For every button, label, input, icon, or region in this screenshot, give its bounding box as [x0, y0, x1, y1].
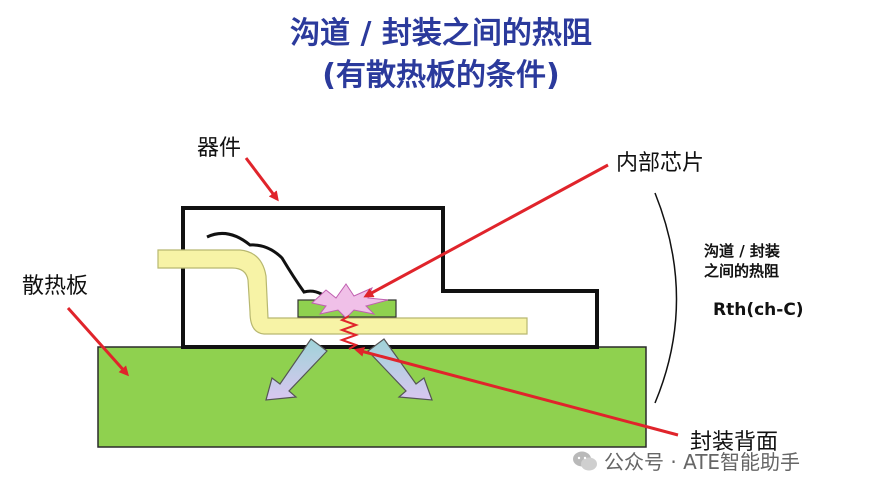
watermark: 公众号 · ATE智能助手 — [572, 446, 800, 475]
pointer-heatsink — [66, 307, 129, 377]
diagram-title-line2: (有散热板的条件) — [322, 58, 560, 93]
heat-arrow-right — [367, 338, 433, 401]
label-chip: 内部芯片 — [616, 151, 705, 176]
label-rth: Rth(ch-C) — [713, 300, 804, 320]
label-heatsink: 散热板 — [22, 274, 89, 299]
label-resistance-line1: 沟道 / 封装 — [704, 242, 780, 260]
label-resistance-line2: 之间的热阻 — [704, 262, 780, 280]
lead-frame — [157, 249, 528, 335]
bond-wire — [206, 231, 334, 304]
resistance-bracket — [654, 192, 678, 404]
package-outline — [181, 206, 599, 349]
heat-arrow-left — [265, 338, 328, 401]
label-device: 器件 — [197, 136, 242, 161]
label-package-back: 封装背面 — [690, 430, 779, 455]
pointer-device — [244, 157, 279, 202]
thermal-resistor — [339, 315, 359, 350]
watermark-text: 公众号 · ATE智能助手 — [604, 450, 801, 474]
pointer-package-back — [354, 346, 679, 437]
pointer-chip — [363, 163, 609, 298]
wechat-icon — [573, 451, 597, 470]
diagram-title-line1: 沟道 / 封装之间的热阻 — [290, 16, 592, 51]
heatsink-plate — [97, 346, 647, 448]
